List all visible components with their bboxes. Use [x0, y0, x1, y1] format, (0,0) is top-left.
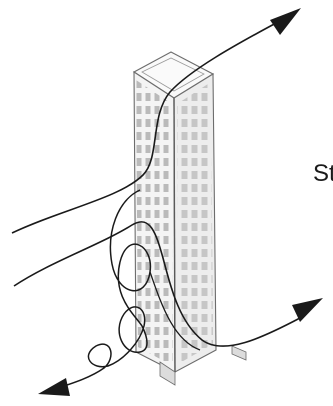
tower-building: [134, 52, 246, 385]
upper-right-arrowhead: [270, 8, 301, 35]
right-arrowhead: [292, 298, 323, 322]
lower-left-arrowhead: [38, 378, 70, 396]
side-label: St: [313, 162, 333, 186]
